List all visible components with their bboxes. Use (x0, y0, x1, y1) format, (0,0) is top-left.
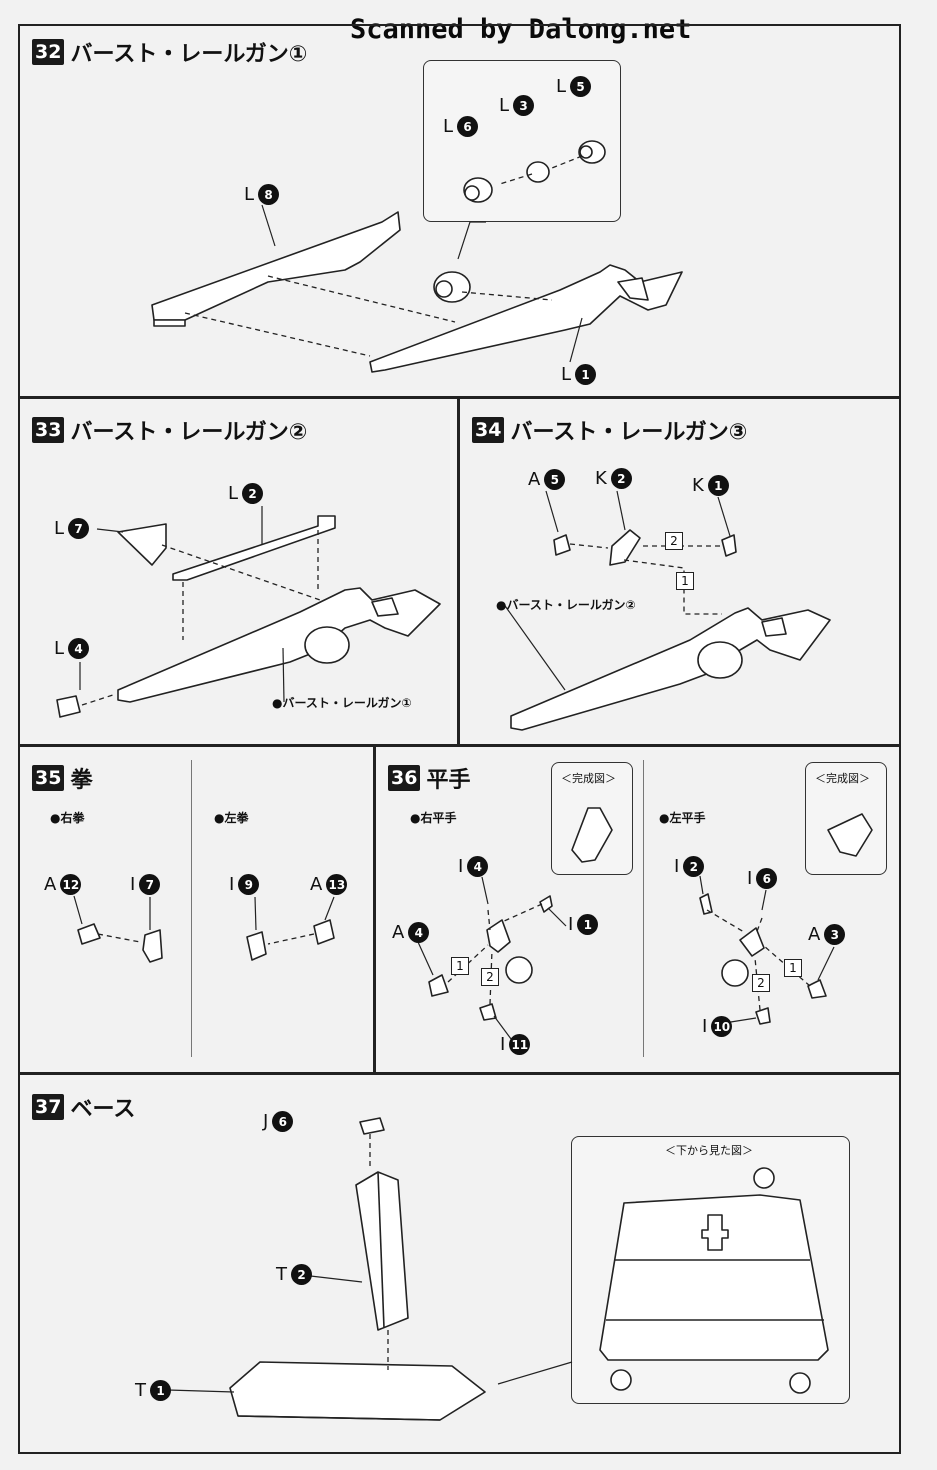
step-34-title: 34 バースト・レールガン③ (472, 414, 747, 446)
step-number: 32 (32, 39, 65, 65)
complete-label-right: ＜完成図＞ (561, 772, 616, 785)
order-marker: 1 (451, 957, 469, 975)
part-a13 (313, 919, 335, 945)
bottom-view-label: ＜下から見た図＞ (665, 1144, 753, 1157)
step-number: 35 (32, 765, 65, 791)
part-t2 (355, 1171, 409, 1331)
step-number: 37 (32, 1094, 65, 1120)
part-l1-body (369, 264, 683, 373)
divider-step-35 (191, 760, 192, 1057)
part-i7 (142, 929, 163, 963)
step-title-text: バースト・レールガン① (70, 42, 308, 67)
gun-34-body (510, 607, 831, 731)
base-bottom-outline (599, 1194, 829, 1361)
part-a5 (553, 534, 571, 556)
left-complete-hand (827, 813, 873, 857)
part-l8-rail-side (153, 319, 186, 327)
part-k1 (721, 534, 737, 557)
step-number: 36 (388, 765, 421, 791)
sub-right-open-hand: ●右平手 (410, 811, 457, 825)
scan-credit: Scanned by Dalong.net (350, 14, 692, 45)
part-l4 (56, 695, 81, 718)
complete-label-left: ＜完成図＞ (815, 772, 870, 785)
step-number: 34 (472, 417, 505, 443)
left-hand-core (739, 927, 765, 957)
step-36-title: 36 平手 (388, 762, 470, 794)
order-marker: 1 (676, 572, 694, 590)
ref-railgun-2: ●バースト・レールガン② (496, 598, 636, 612)
sub-right-fist: ●右拳 (50, 811, 85, 825)
step-title-text: 平手 (426, 768, 471, 793)
step-32-title: 32 バースト・レールガン① (32, 36, 307, 68)
right-hand-i11 (479, 1003, 497, 1021)
divider-step-36 (643, 760, 644, 1057)
step-37-title: 37 ベース (32, 1091, 135, 1123)
left-hand-i10 (755, 1007, 771, 1025)
panel-step-37 (18, 1073, 901, 1454)
step-title-text: バースト・レールガン② (70, 420, 308, 445)
part-l7 (117, 523, 167, 566)
step-title-text: 拳 (70, 768, 93, 793)
step-title-text: バースト・レールガン③ (510, 420, 748, 445)
sub-left-open-hand: ●左平手 (659, 811, 706, 825)
step-title-text: ベース (70, 1097, 136, 1122)
part-l3 (526, 161, 550, 183)
right-hand-i1 (539, 895, 553, 913)
left-hand-i2 (699, 893, 713, 915)
ref-railgun-1: ●バースト・レールガン① (272, 696, 412, 710)
order-marker: 1 (784, 959, 802, 977)
part-i9 (246, 931, 267, 961)
order-marker: 2 (665, 532, 683, 550)
step-33-title: 33 バースト・レールガン② (32, 414, 307, 446)
right-hand-a4 (428, 974, 449, 997)
part-l2 (172, 515, 336, 581)
right-hand-core (486, 919, 511, 953)
right-complete-hand (571, 807, 613, 863)
order-marker: 2 (752, 974, 770, 992)
part-k2 (609, 529, 641, 566)
part-a12 (77, 923, 101, 945)
part-l8-rail (151, 211, 401, 321)
part-j6 (359, 1117, 385, 1135)
step-35-title: 35 拳 (32, 762, 92, 794)
sub-left-fist: ●左拳 (214, 811, 249, 825)
callout-left-complete (805, 762, 887, 875)
gun-33-body (117, 587, 441, 703)
step-number: 33 (32, 417, 65, 443)
left-hand-a3 (807, 979, 827, 999)
order-marker: 2 (481, 968, 499, 986)
part-t1 (229, 1361, 486, 1421)
